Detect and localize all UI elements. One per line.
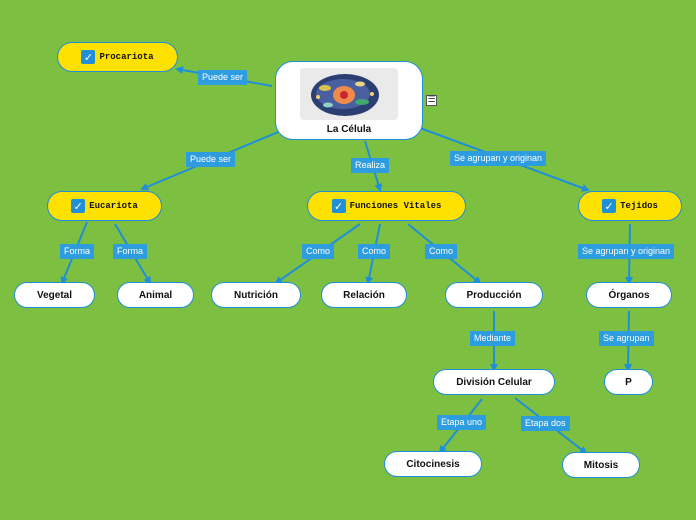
label-como[interactable]: Como <box>425 244 458 259</box>
checkbox-checked-icon[interactable]: ✓ <box>71 199 86 213</box>
node-mitosis[interactable]: Mitosis <box>562 452 640 478</box>
node-funciones-label: Funciones Vitales <box>349 201 442 211</box>
node-citocinesis[interactable]: Citocinesis <box>384 451 482 477</box>
label-se-agrupan-y-originan[interactable]: Se agrupan y originan <box>450 151 547 166</box>
node-produccion[interactable]: Producción <box>445 282 543 308</box>
label-como[interactable]: Como <box>302 244 335 259</box>
node-nutricion[interactable]: Nutrición <box>211 282 301 308</box>
label-se-agrupan[interactable]: Se agrupan <box>599 331 654 346</box>
node-vegetal[interactable]: Vegetal <box>14 282 95 308</box>
node-organos[interactable]: Órganos <box>586 282 672 308</box>
node-relacion[interactable]: Relación <box>321 282 407 308</box>
node-animal[interactable]: Animal <box>117 282 194 308</box>
label-como[interactable]: Como <box>358 244 391 259</box>
node-eucariota-label: Eucariota <box>89 201 138 211</box>
checkbox-checked-icon[interactable]: ✓ <box>602 199 617 213</box>
node-funciones-vitales[interactable]: ✓ Funciones Vitales <box>307 191 466 221</box>
node-tejidos[interactable]: ✓ Tejidos <box>578 191 682 221</box>
checkbox-checked-icon[interactable]: ✓ <box>331 199 346 213</box>
label-puede-ser[interactable]: Puede ser <box>186 152 236 167</box>
node-procariota-label: Procariota <box>99 52 154 62</box>
label-mediante[interactable]: Mediante <box>470 331 516 346</box>
label-se-agrupan-y-originan[interactable]: Se agrupan y originan <box>578 244 675 259</box>
label-forma[interactable]: Forma <box>60 244 95 259</box>
label-etapa-uno[interactable]: Etapa uno <box>437 415 487 430</box>
label-forma[interactable]: Forma <box>113 244 148 259</box>
node-procariota[interactable]: ✓ Procariota <box>57 42 178 72</box>
notes-icon[interactable]: ☰ <box>426 95 437 106</box>
central-topic[interactable]: La Célula <box>275 61 423 140</box>
cell-image <box>300 68 398 120</box>
label-puede-ser[interactable]: Puede ser <box>198 70 248 85</box>
label-etapa-dos[interactable]: Etapa dos <box>521 416 570 431</box>
central-topic-title: La Célula <box>326 124 372 135</box>
node-division-celular[interactable]: División Celular <box>433 369 555 395</box>
label-realiza[interactable]: Realiza <box>351 158 390 173</box>
node-eucariota[interactable]: ✓ Eucariota <box>47 191 162 221</box>
node-tejidos-label: Tejidos <box>620 201 658 211</box>
node-p[interactable]: P <box>604 369 653 395</box>
checkbox-checked-icon[interactable]: ✓ <box>81 50 96 64</box>
